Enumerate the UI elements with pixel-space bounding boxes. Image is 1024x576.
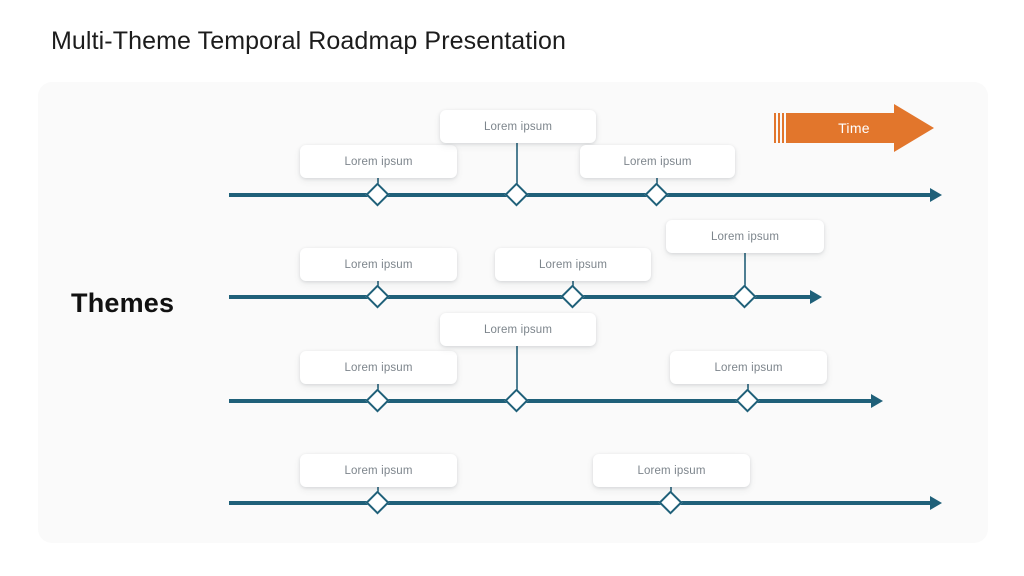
milestone-card[interactable]: Lorem ipsum [300,145,457,178]
milestone-card-label: Lorem ipsum [714,361,783,374]
milestone-card-label: Lorem ipsum [344,258,413,271]
page-title: Multi-Theme Temporal Roadmap Presentatio… [51,27,566,55]
timeline-track [229,399,871,403]
milestone-card[interactable]: Lorem ipsum [300,351,457,384]
milestone-connector [744,253,746,290]
time-arrow-label: Time [838,120,870,136]
time-arrow-stripe [776,113,778,143]
milestone-card[interactable]: Lorem ipsum [495,248,651,281]
timeline-arrow-icon [871,394,883,408]
milestone-card-label: Lorem ipsum [344,361,413,374]
time-arrow-stripe [784,113,786,143]
themes-axis-label: Themes [71,288,175,318]
milestone-card[interactable]: Lorem ipsum [666,220,824,253]
milestone-card[interactable]: Lorem ipsum [670,351,827,384]
timeline-arrow-icon [930,496,942,510]
milestone-card-label: Lorem ipsum [623,155,692,168]
milestone-card[interactable]: Lorem ipsum [440,313,596,346]
timeline-track [229,295,810,299]
roadmap-panel [38,82,988,543]
timeline-arrow-icon [810,290,822,304]
milestone-card-label: Lorem ipsum [637,464,706,477]
milestone-card[interactable]: Lorem ipsum [593,454,750,487]
milestone-card[interactable]: Lorem ipsum [580,145,735,178]
time-arrow: Time [774,104,934,152]
milestone-card-label: Lorem ipsum [344,464,413,477]
time-arrow-head-icon [894,104,934,152]
milestone-card-label: Lorem ipsum [538,258,608,271]
timeline-arrow-icon [930,188,942,202]
timeline-track [229,193,930,197]
milestone-card-label: Lorem ipsum [344,155,413,168]
milestone-card-label: Lorem ipsum [483,323,553,336]
milestone-card[interactable]: Lorem ipsum [300,248,457,281]
milestone-connector [516,346,518,394]
milestone-card-label: Lorem ipsum [710,230,780,243]
milestone-card-label: Lorem ipsum [483,120,553,133]
timeline-track [229,501,930,505]
milestone-card[interactable]: Lorem ipsum [300,454,457,487]
milestone-connector [516,143,518,188]
time-arrow-stripe [780,113,782,143]
time-arrow-body [774,113,901,143]
milestone-card[interactable]: Lorem ipsum [440,110,596,143]
